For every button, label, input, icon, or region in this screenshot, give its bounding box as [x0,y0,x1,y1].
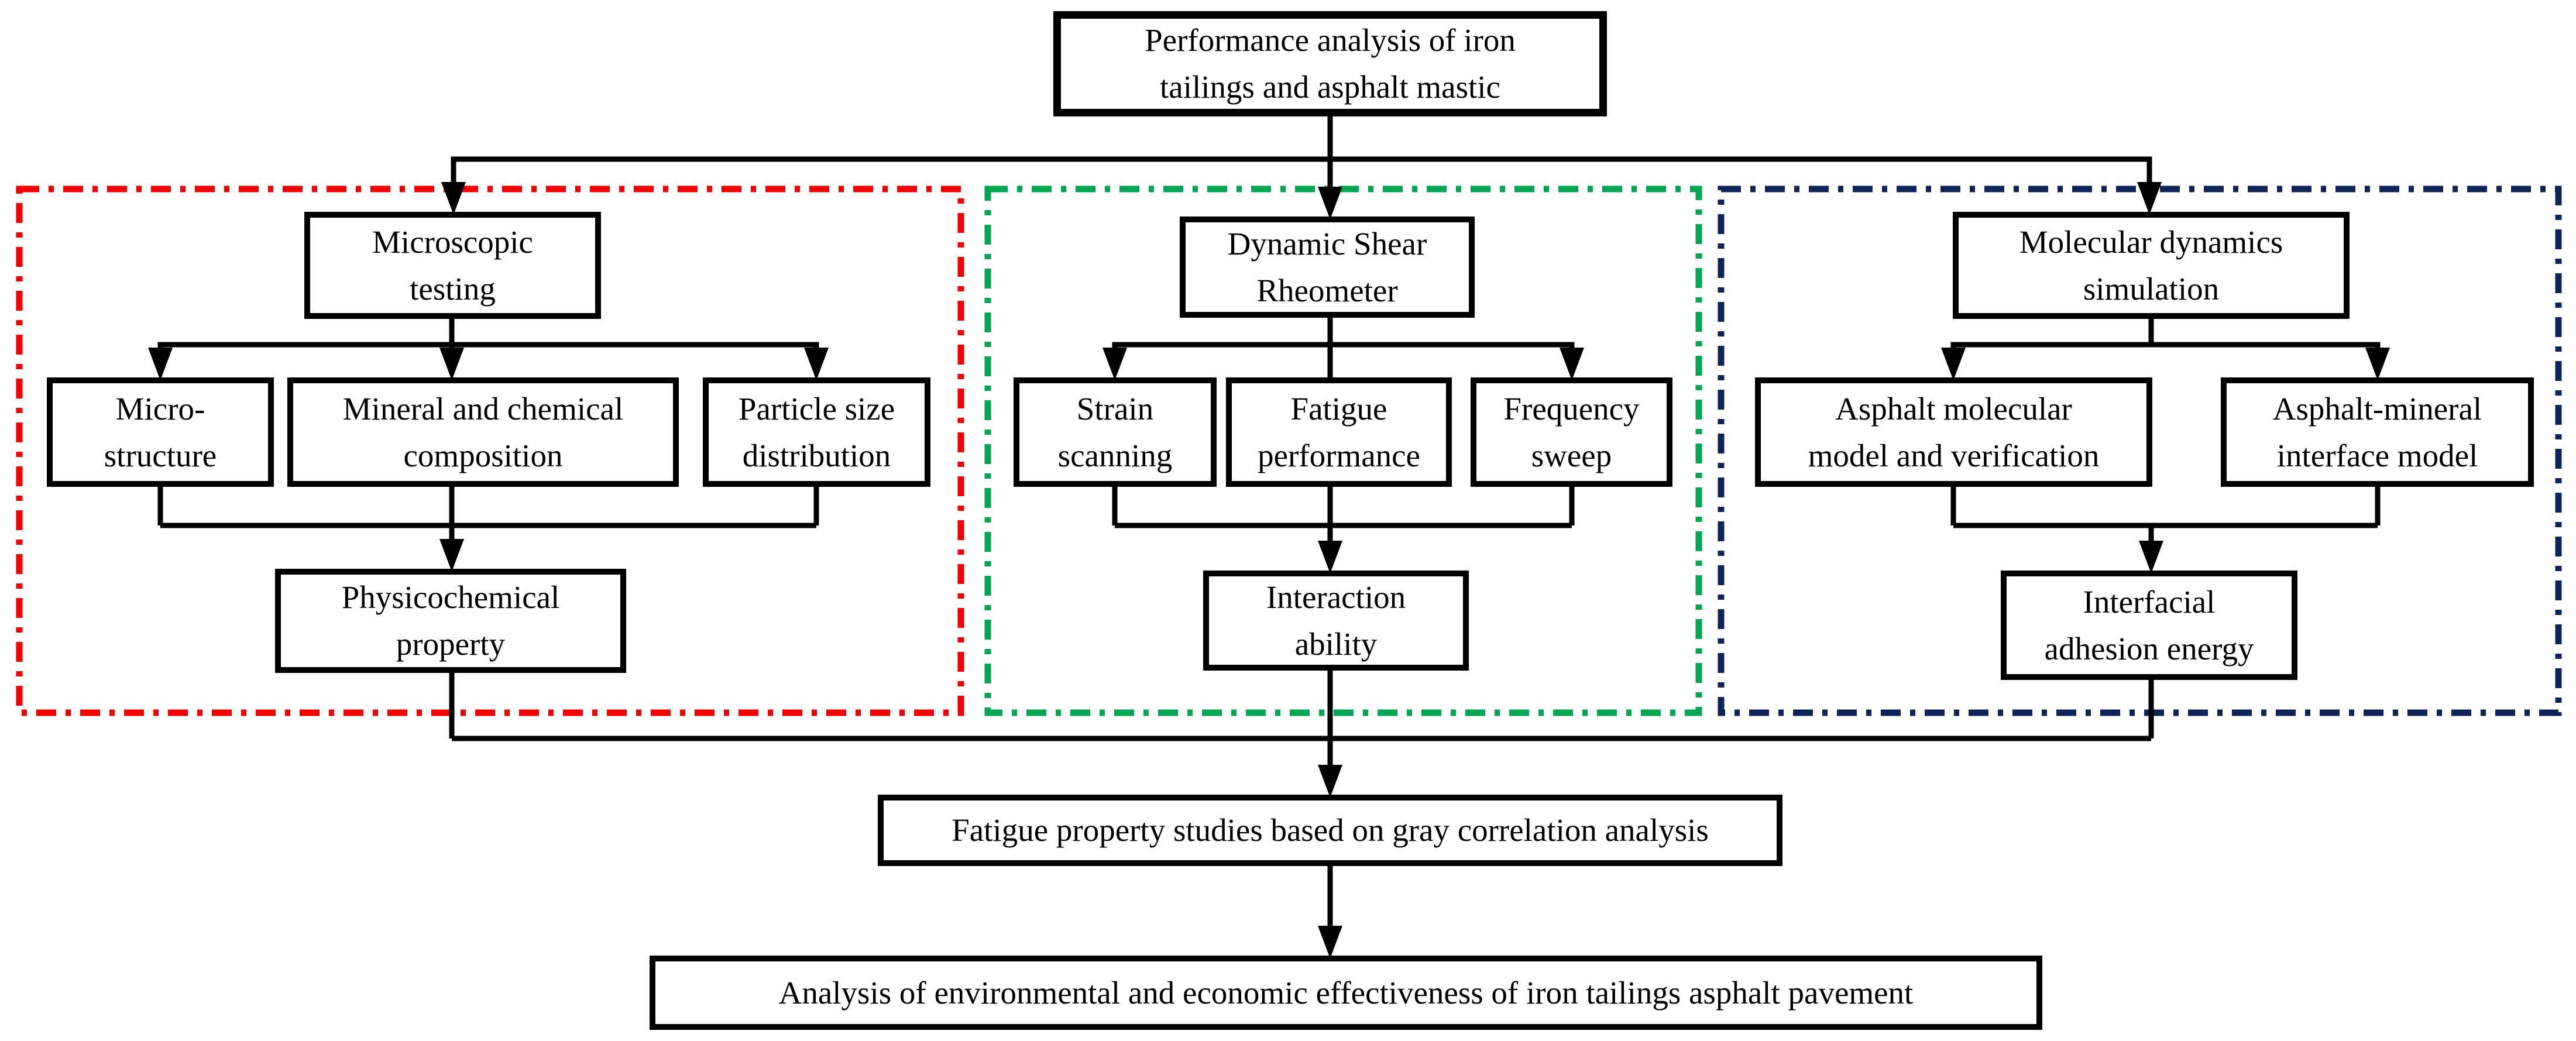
node-physicochemical-property: Physicochemical property [275,569,626,673]
node-microscopic-testing: Microscopic testing [304,212,601,319]
microscopic-group-outline [16,185,964,716]
arrowheads [148,182,2390,958]
node-molecular-dynamics-simulation: Molecular dynamics simulation [1953,212,2350,319]
node-dynamic-shear-rheometer: Dynamic Shear Rheometer [1180,217,1475,318]
rheometer-group-outline [984,185,1702,716]
node-fatigue-performance: Fatigue performance [1226,377,1452,487]
node-frequency-sweep: Frequency sweep [1471,377,1672,487]
molecular-dynamics-group-outline [1718,185,2562,716]
node-interfacial-adhesion-energy: Interfacial adhesion energy [2001,571,2297,680]
node-asphalt-molecular-model: Asphalt molecular model and verification [1755,377,2152,487]
connector-lines [157,116,2381,927]
node-micro-structure: Micro- structure [47,377,274,487]
node-particle-size-distribution: Particle size distribution [703,377,930,487]
node-mineral-chemical-composition: Mineral and chemical composition [287,377,679,487]
node-fatigue-property-studies: Fatigue property studies based on gray c… [878,795,1782,866]
node-interaction-ability: Interaction ability [1203,571,1469,671]
node-environmental-economic-analysis: Analysis of environmental and economic e… [650,956,2042,1030]
node-asphalt-mineral-interface-model: Asphalt-mineral interface model [2221,377,2534,487]
node-performance-analysis: Performance analysis of iron tailings an… [1053,11,1607,116]
node-strain-scanning: Strain scanning [1014,377,1217,487]
